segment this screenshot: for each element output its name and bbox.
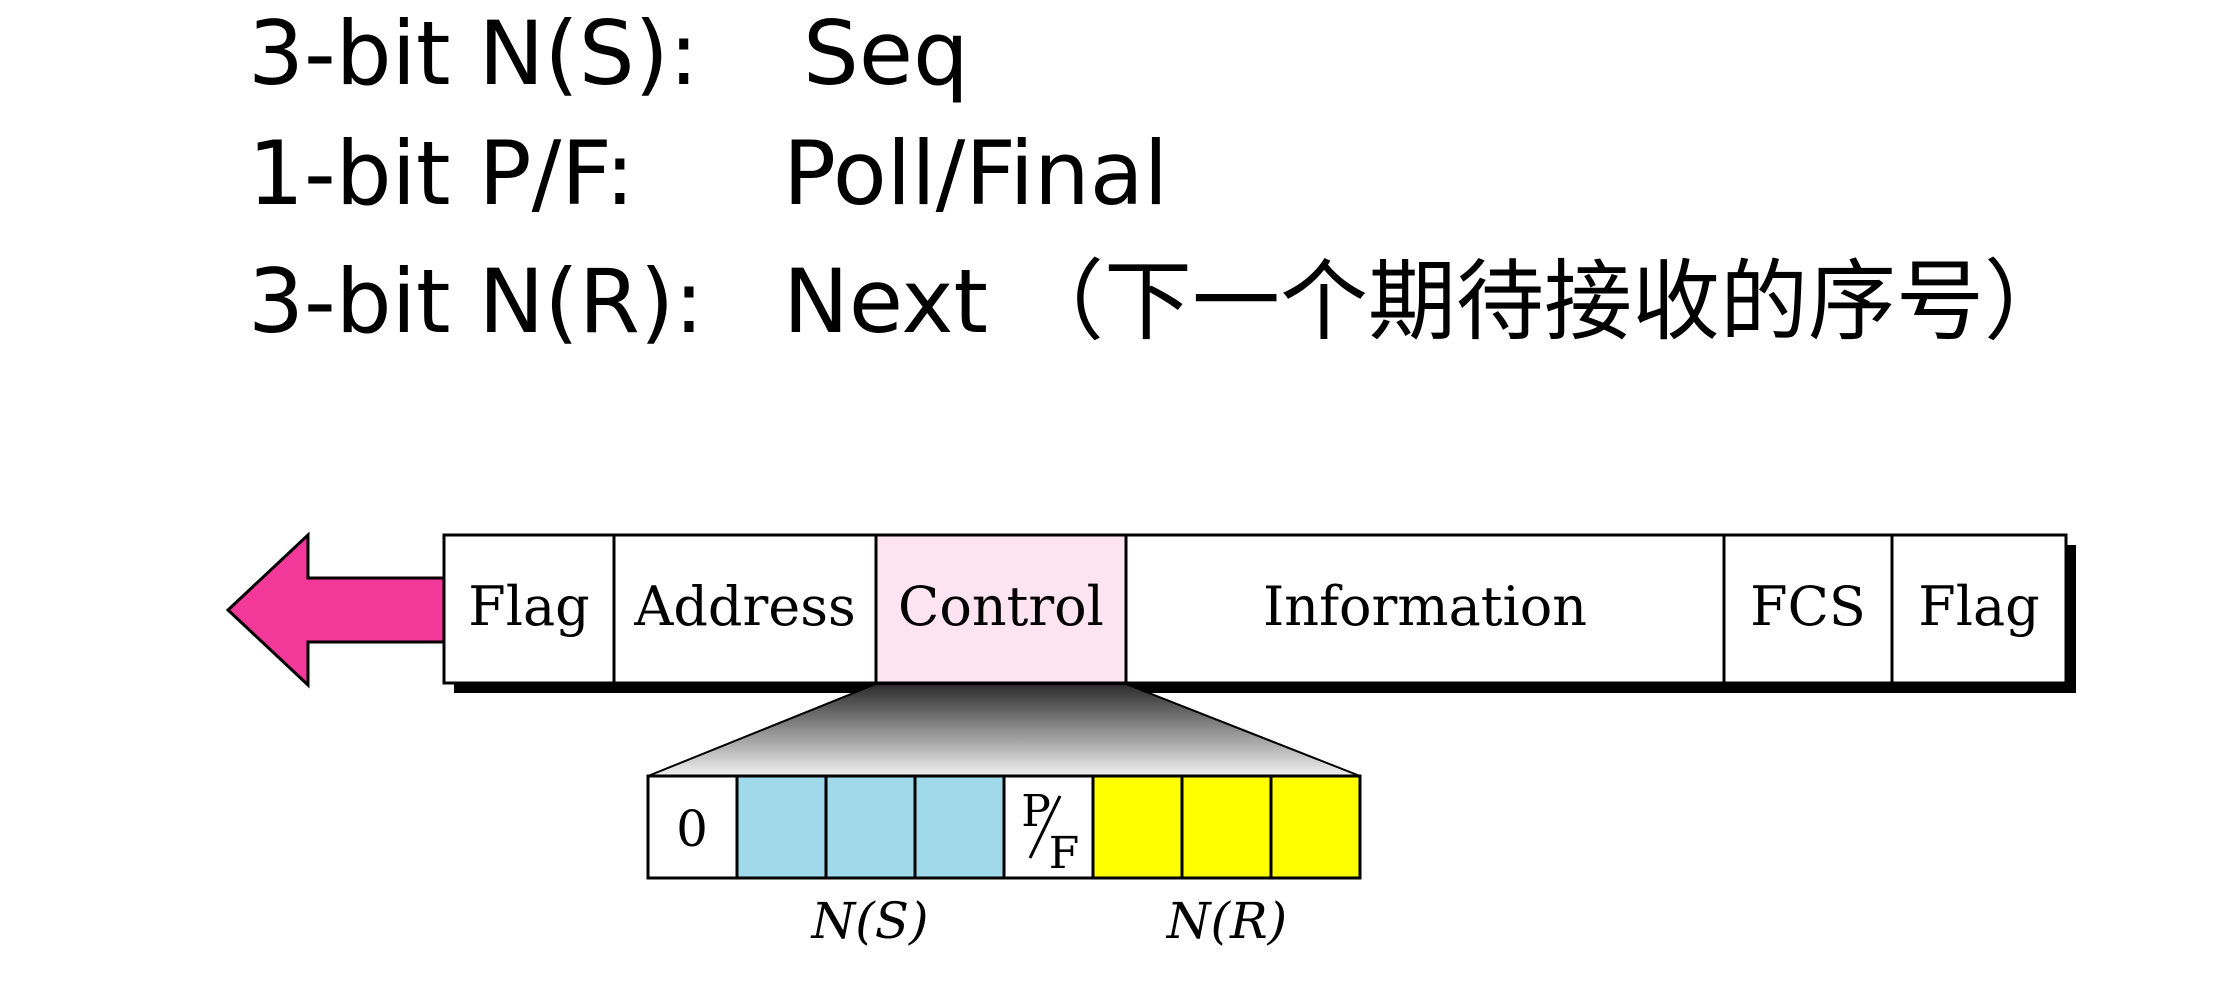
frame-field-fcs — [1722, 533, 1894, 685]
frame-field-label: Control — [898, 575, 1104, 638]
control-bit-nr — [1269, 774, 1362, 880]
pf-bit-f-label: F — [1049, 828, 1080, 879]
direction-arrow-icon — [225, 531, 446, 689]
definition-pf: 1-bit P/F: Poll/Final — [248, 124, 2148, 224]
definition-pf-meaning: Poll/Final — [783, 122, 1169, 225]
control-bit-zero-label: 0 — [676, 800, 708, 858]
definition-ns-label: 3-bit N(S): — [248, 2, 699, 105]
control-bit-ns — [824, 774, 917, 880]
frame-field-label: Information — [1263, 575, 1587, 638]
control-bit-nr — [1180, 774, 1273, 880]
definition-pf-label: 1-bit P/F: — [248, 122, 635, 225]
frame-field-flag-end — [1890, 533, 2068, 685]
pf-bit-p-label: P — [1021, 786, 1051, 837]
frame-field-label: Flag — [468, 575, 590, 638]
frame-fields: Flag Address Control Information FCS Fla… — [442, 533, 2068, 685]
control-bit-pf — [1002, 774, 1095, 880]
frame-field-control — [874, 533, 1128, 685]
definition-ns-meaning: Seq — [803, 2, 969, 105]
definition-ns: 3-bit N(S): Seq — [248, 4, 2148, 104]
control-bit-ns — [735, 774, 828, 880]
definition-nr: 3-bit N(R): Next （下一个期待接收的序号） — [248, 252, 2148, 352]
frame-field-label: Address — [633, 575, 855, 638]
ns-bits-label: N(S) — [810, 892, 928, 950]
frame-field-label: FCS — [1750, 575, 1866, 638]
control-bit-ns — [913, 774, 1006, 880]
control-bits: 0 P F — [646, 774, 1362, 880]
nr-bits-label: N(R) — [1166, 892, 1287, 950]
control-expansion-funnel — [647, 683, 1361, 777]
frame-field-label: Flag — [1918, 575, 2040, 638]
frame-field-information — [1124, 533, 1726, 685]
control-bit-nr — [1091, 774, 1184, 880]
definition-nr-meaning: Next （下一个期待接收的序号） — [783, 250, 2072, 353]
definition-nr-label: 3-bit N(R): — [248, 250, 704, 353]
pf-bit-slash — [1028, 795, 1062, 859]
